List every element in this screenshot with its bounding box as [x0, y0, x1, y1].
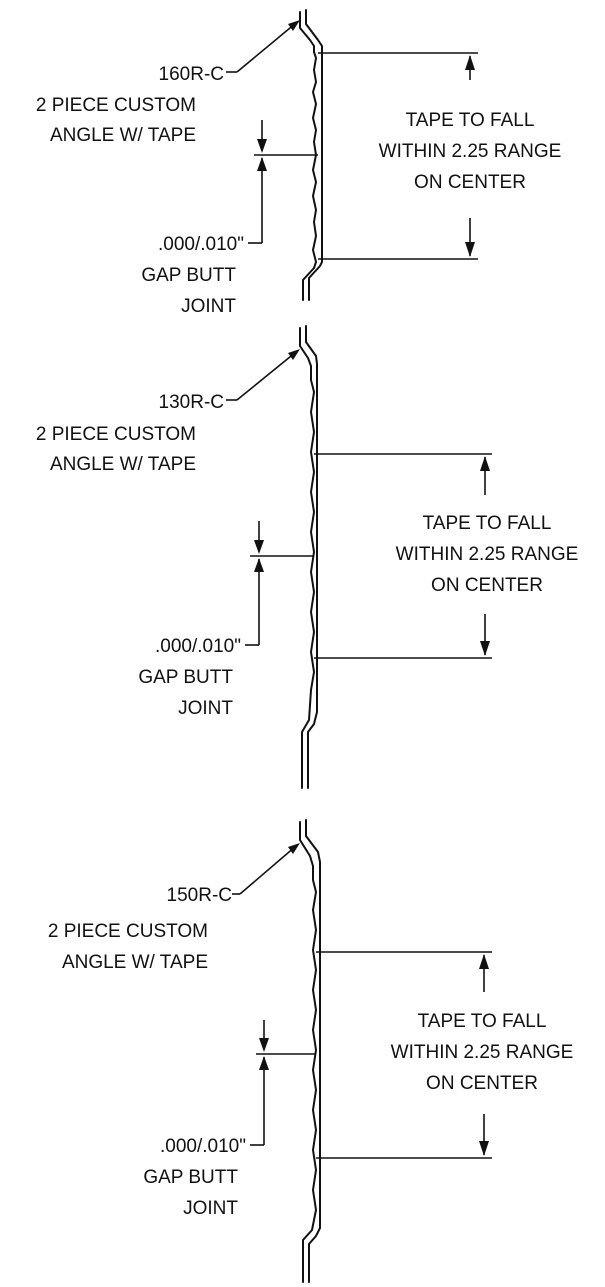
description-line-1: 2 PIECE CUSTOM — [36, 95, 196, 116]
detail-150r-c: 150R-C 2 PIECE CUSTOM ANGLE W/ TAPE TAPE… — [48, 819, 574, 1283]
gap-line-2: GAP BUTT — [143, 1167, 238, 1188]
tape-note-line-3: ON CENTER — [426, 1073, 538, 1094]
tape-note-line-1: TAPE TO FALL — [418, 1011, 547, 1032]
part-label: 150R-C — [167, 885, 232, 906]
tape-dim-upper-arrowhead — [479, 954, 489, 969]
detail-130r-c: 130R-C 2 PIECE CUSTOM ANGLE W/ TAPE TAPE… — [36, 325, 579, 789]
gap-dim-lower-arrowhead — [259, 1056, 269, 1070]
detail-160r-c: 160R-C 2 PIECE CUSTOM ANGLE W/ TAPE TAPE… — [36, 9, 562, 317]
angle-profile — [299, 819, 321, 1283]
gap-line-1: .000/.010" — [155, 636, 241, 657]
gap-line-2: GAP BUTT — [141, 265, 236, 286]
tape-note-line-2: WITHIN 2.25 RANGE — [396, 544, 579, 565]
part-label: 160R-C — [159, 64, 224, 85]
tape-note-line-1: TAPE TO FALL — [406, 110, 535, 131]
tape-dim-lower-arrowhead — [480, 641, 490, 656]
description-line-1: 2 PIECE CUSTOM — [36, 424, 196, 445]
label-leader — [236, 22, 297, 73]
gap-dim-upper-arrowhead — [259, 1038, 269, 1052]
tape-note-line-2: WITHIN 2.25 RANGE — [379, 141, 562, 162]
label-leader — [236, 351, 297, 401]
gap-dim-upper-arrowhead — [257, 139, 267, 153]
gap-dim-lower-arrowhead — [257, 157, 267, 171]
gap-dim-lower-arrowhead — [254, 558, 264, 572]
angle-profile — [299, 9, 323, 301]
leader-arrowhead — [288, 349, 300, 360]
description-line-1: 2 PIECE CUSTOM — [48, 921, 208, 942]
angle-profile — [299, 325, 318, 789]
gap-dim-upper-arrowhead — [254, 540, 264, 554]
description-line-2: ANGLE W/ TAPE — [62, 952, 208, 973]
description-line-2: ANGLE W/ TAPE — [50, 125, 196, 146]
gap-line-3: JOINT — [183, 1198, 238, 1219]
gap-line-3: JOINT — [178, 698, 233, 719]
leader-arrowhead — [288, 843, 300, 854]
tape-note-line-3: ON CENTER — [431, 575, 543, 596]
tape-dim-upper-arrowhead — [480, 456, 490, 471]
label-leader — [239, 845, 297, 895]
part-label: 130R-C — [159, 392, 224, 413]
gap-line-1: .000/.010" — [158, 234, 244, 255]
leader-arrowhead — [288, 20, 300, 31]
tape-note-line-2: WITHIN 2.25 RANGE — [391, 1042, 574, 1063]
tape-dim-upper-arrowhead — [465, 55, 475, 70]
tape-note-line-1: TAPE TO FALL — [423, 513, 552, 534]
gap-line-3: JOINT — [181, 296, 236, 317]
tape-dim-lower-arrowhead — [465, 242, 475, 257]
tape-dim-lower-arrowhead — [479, 1141, 489, 1156]
gap-line-1: .000/.010" — [160, 1136, 246, 1157]
tape-note-line-3: ON CENTER — [414, 172, 526, 193]
description-line-2: ANGLE W/ TAPE — [50, 454, 196, 475]
gap-line-2: GAP BUTT — [138, 667, 233, 688]
